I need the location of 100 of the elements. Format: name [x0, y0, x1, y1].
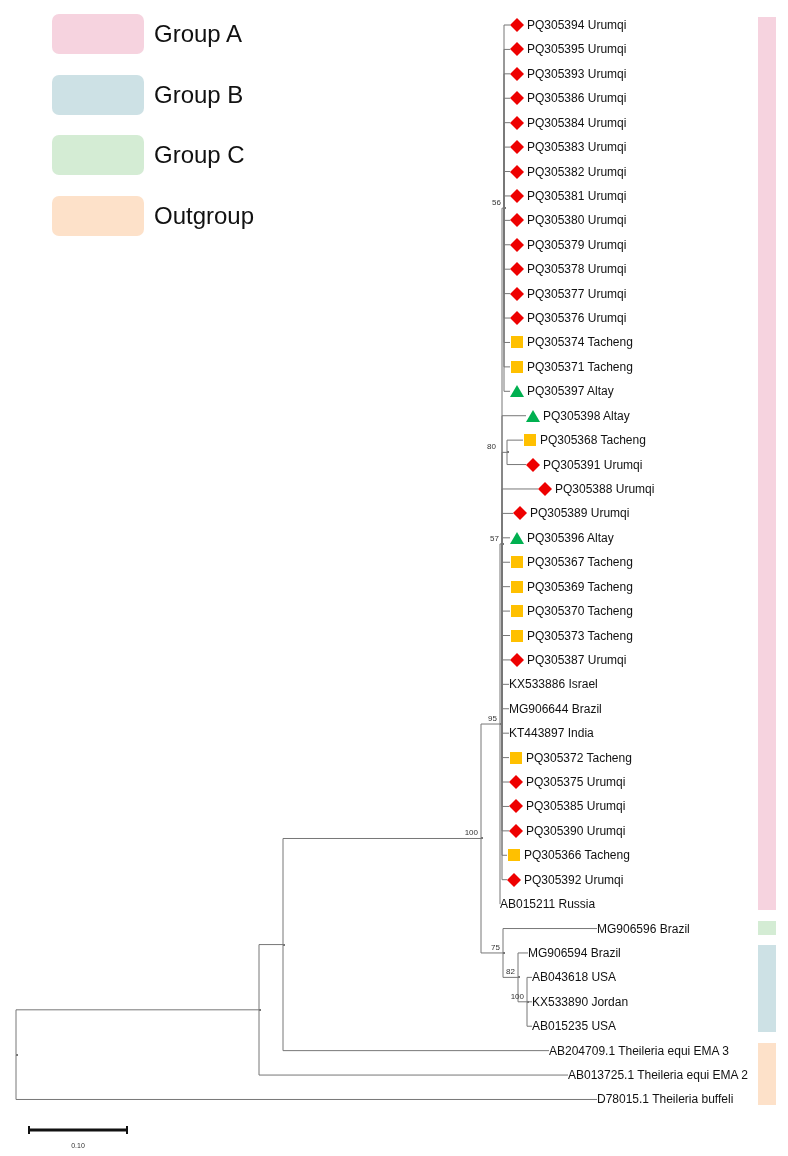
tree-branch	[503, 195, 511, 209]
bootstrap-value: 57	[489, 533, 499, 543]
taxon-label: KX533890 Jordan	[532, 993, 629, 1010]
diamond-icon	[510, 237, 524, 252]
tree-branch	[258, 944, 284, 1011]
diamond-icon	[510, 286, 524, 301]
taxon-label: PQ305374 Tacheng	[527, 334, 633, 351]
taxon-label: PQ305389 Urumqi	[530, 505, 630, 522]
taxon-label: PQ305395 Urumqi	[527, 41, 627, 58]
square-icon	[510, 628, 524, 643]
taxon-label: PQ305369 Tacheng	[527, 578, 633, 595]
square-icon	[510, 579, 524, 594]
group-bar	[758, 1042, 776, 1106]
taxon-label: PQ305387 Urumqi	[527, 651, 627, 668]
tree-branch	[15, 1054, 598, 1100]
group-bar	[758, 944, 776, 1033]
legend-label: Outgroup	[154, 201, 255, 230]
tree-branch	[15, 1009, 260, 1056]
taxon-label: MG906594 Brazil	[528, 944, 621, 961]
diamond-icon	[510, 652, 524, 667]
triangle-icon	[526, 408, 540, 423]
square-icon	[510, 335, 524, 350]
diamond-icon	[510, 91, 524, 106]
taxon-label: PQ305390 Urumqi	[526, 822, 626, 839]
tree-branch	[282, 838, 482, 946]
taxon-label: PQ305376 Urumqi	[527, 310, 627, 327]
legend-label: Group A	[154, 20, 243, 48]
tree-branch	[517, 952, 529, 978]
tree-branch	[502, 952, 519, 978]
group-bar	[758, 920, 776, 935]
diamond-icon	[510, 18, 524, 32]
tree-branch	[480, 838, 504, 954]
taxon-label: D78015.1 Theileria buffeli	[597, 1091, 734, 1108]
taxon-label: AB204709.1 Theileria equi EMA 3	[549, 1042, 729, 1059]
taxon-label: AB015235 USA	[532, 1018, 617, 1035]
tree-branch	[502, 928, 598, 954]
taxon-label: PQ305368 Tacheng	[540, 432, 646, 449]
diamond-icon	[510, 262, 524, 277]
tree-branch	[517, 976, 528, 1003]
diamond-icon	[513, 506, 527, 521]
taxon-label: PQ305388 Urumqi	[555, 480, 655, 497]
taxon-label: AB013725.1 Theileria equi EMA 2	[568, 1067, 748, 1084]
bootstrap-value: 100	[509, 991, 524, 1001]
diamond-icon	[510, 311, 524, 326]
taxon-label: MG906596 Brazil	[597, 920, 690, 937]
taxon-label: PQ305371 Tacheng	[527, 358, 633, 375]
taxon-label: PQ305384 Urumqi	[527, 114, 627, 131]
tree-branch	[501, 537, 511, 545]
group-bar	[758, 17, 776, 911]
diamond-icon	[538, 481, 552, 496]
taxon-label: PQ305379 Urumqi	[527, 236, 627, 253]
tree-branch	[499, 543, 503, 725]
diamond-icon	[526, 457, 540, 472]
taxon-label: PQ305382 Urumqi	[527, 163, 627, 180]
tree-branch	[499, 723, 501, 905]
triangle-icon	[510, 384, 524, 399]
tree-branch	[526, 1001, 533, 1027]
diamond-icon	[510, 164, 524, 179]
taxon-label: PQ305393 Urumqi	[527, 65, 627, 82]
taxon-label: PQ305380 Urumqi	[527, 212, 627, 229]
taxon-label: PQ305392 Urumqi	[524, 871, 624, 888]
taxon-label: PQ305375 Urumqi	[526, 774, 626, 790]
diamond-icon	[509, 823, 523, 838]
taxon-label: PQ305378 Urumqi	[527, 261, 627, 278]
taxon-label: PQ305396 Altay	[527, 529, 614, 546]
diamond-icon	[510, 42, 524, 57]
diamond-icon	[510, 188, 524, 203]
square-icon	[510, 604, 524, 619]
bootstrap-value: 100	[463, 828, 478, 838]
diamond-icon	[509, 799, 523, 814]
taxon-label: PQ305372 Tacheng	[526, 749, 632, 766]
tree-branch	[282, 944, 550, 1052]
tree-branch	[258, 1009, 569, 1076]
taxon-label: PQ305383 Urumqi	[527, 139, 627, 156]
taxon-label: PQ305381 Urumqi	[527, 187, 627, 204]
taxon-label: PQ305386 Urumqi	[527, 90, 627, 107]
square-icon	[507, 848, 521, 863]
taxon-label: KT443897 India	[509, 725, 594, 742]
legend-label: Group C	[154, 141, 245, 169]
diamond-icon	[510, 115, 524, 130]
taxon-label: PQ305394 Urumqi	[527, 17, 627, 33]
diamond-icon	[510, 140, 524, 155]
legend-label: Group B	[154, 80, 244, 109]
taxon-label: PQ305377 Urumqi	[527, 285, 627, 302]
square-icon	[523, 433, 537, 448]
bootstrap-value: 80	[486, 442, 496, 452]
bootstrap-value: 56	[491, 198, 501, 208]
square-icon	[509, 750, 523, 765]
taxon-label: PQ305385 Urumqi	[526, 798, 626, 815]
taxon-label: PQ305373 Tacheng	[527, 627, 633, 644]
taxon-label: PQ305370 Tacheng	[527, 603, 633, 620]
bootstrap-value: 75	[490, 942, 500, 952]
taxon-label: PQ305366 Tacheng	[524, 847, 630, 864]
taxon-label: MG906644 Brazil	[509, 700, 602, 717]
taxon-label: PQ305391 Urumqi	[543, 456, 643, 473]
tree-branch	[506, 451, 527, 466]
taxon-label: AB043618 USA	[532, 969, 617, 986]
bootstrap-value: 95	[487, 714, 497, 723]
square-icon	[510, 555, 524, 570]
diamond-icon	[510, 213, 524, 228]
